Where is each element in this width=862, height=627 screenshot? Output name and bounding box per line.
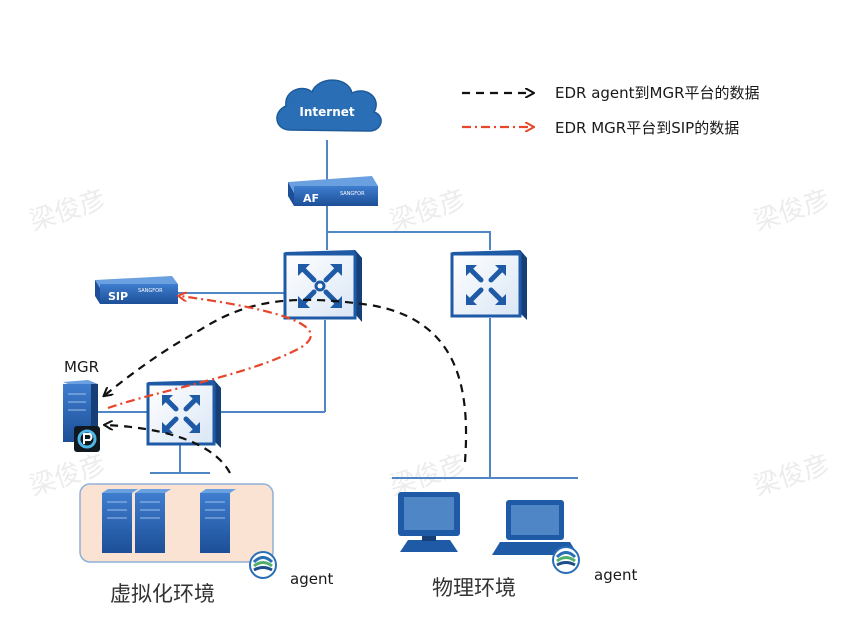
laptop-icon: [492, 500, 578, 555]
mgr-label: MGR: [64, 358, 99, 376]
desktop-computer-icon: [398, 492, 460, 552]
agent-label-physical: agent: [594, 566, 638, 584]
agent-icon: [249, 551, 277, 579]
virtual-environment-label: 虚拟化环境: [110, 582, 215, 606]
virtual-server-icon: [135, 489, 171, 553]
legend-black-label: EDR agent到MGR平台的数据: [555, 84, 760, 102]
agent-label-virtual: agent: [290, 570, 334, 588]
virtual-server-icon: [102, 489, 138, 553]
sip-brand: SANGFOR: [138, 288, 163, 294]
network-links: [98, 140, 578, 479]
af-label: AF: [303, 192, 319, 205]
af-device-icon: AF SANGFOR: [288, 176, 378, 206]
flow-agent-to-mgr-virtual: [106, 425, 231, 474]
af-brand: SANGFOR: [340, 191, 365, 197]
core-switch-icon: [283, 250, 362, 322]
internet-cloud-icon: Internet: [276, 79, 382, 132]
sip-label: SIP: [108, 290, 128, 303]
virtual-server-icon: [200, 489, 236, 553]
flow-agent-to-mgr-physical: [105, 298, 468, 463]
mgr-server-icon: [63, 380, 100, 452]
access-switch-icon: [146, 380, 221, 448]
internet-label: Internet: [299, 105, 354, 119]
agent-icon: [552, 546, 580, 574]
flow-mgr-to-sip: [107, 296, 312, 410]
right-switch-icon: [450, 250, 527, 320]
legend-red-label: EDR MGR平台到SIP的数据: [555, 119, 740, 137]
physical-environment-label: 物理环境: [432, 576, 516, 600]
sip-device-icon: SIP SANGFOR: [95, 276, 178, 304]
